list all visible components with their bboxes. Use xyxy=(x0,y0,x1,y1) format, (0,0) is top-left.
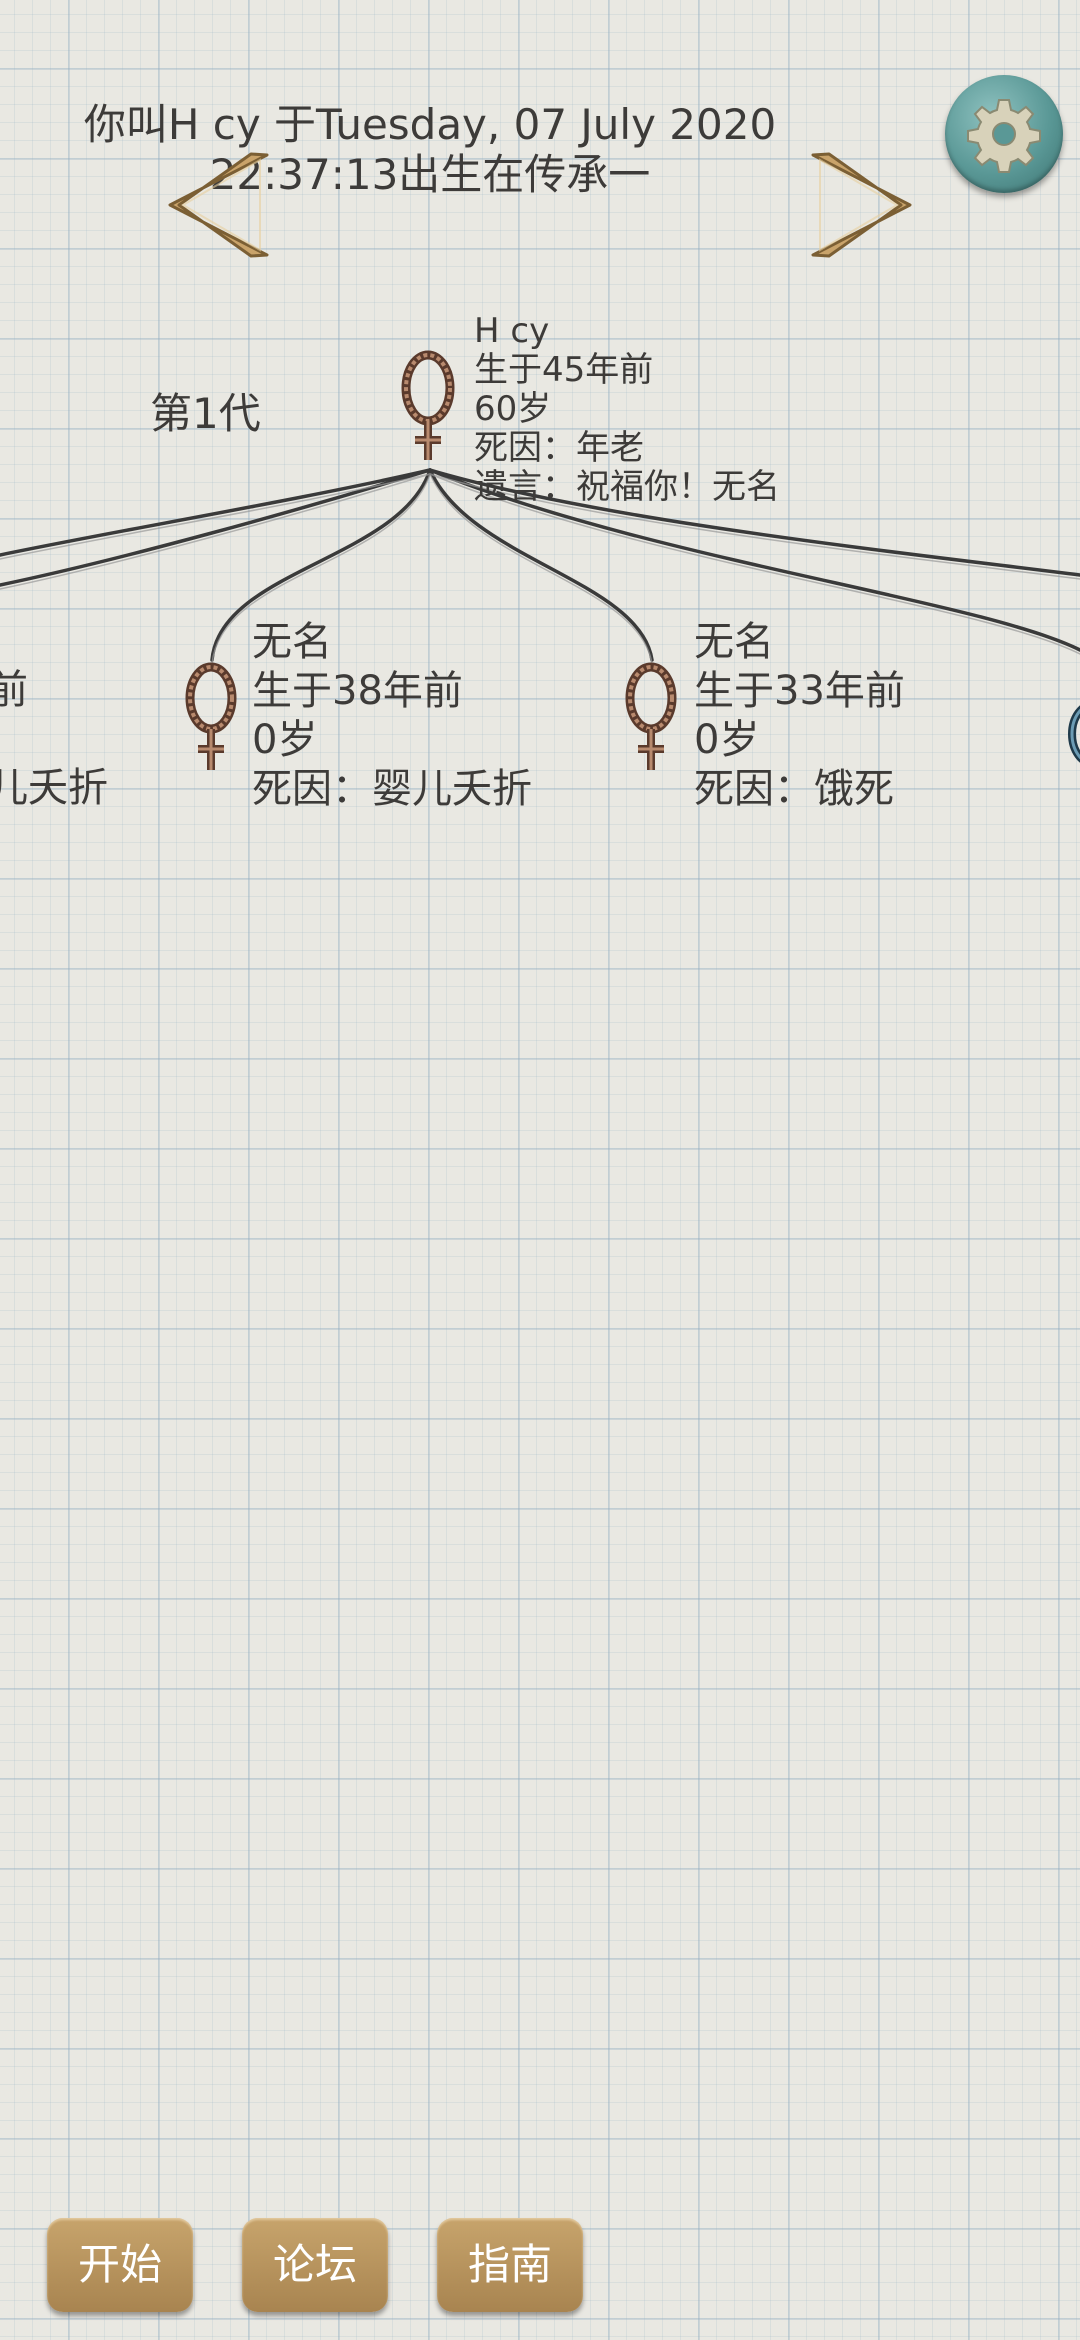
child-person-info: 无名 生于33年前 0岁 死因：饿死 xyxy=(694,618,905,814)
person-will: 遗言：祝福你！无名 xyxy=(474,467,780,507)
family-tree-lines xyxy=(0,468,1080,665)
male-symbol-icon xyxy=(1068,705,1080,763)
child-person-info: 无名 生于38年前 0岁 死因：婴儿夭折 xyxy=(252,618,532,814)
settings-button[interactable] xyxy=(945,75,1063,193)
person-death-cause: 死因：婴儿夭折 xyxy=(252,766,532,812)
female-symbol-icon xyxy=(185,662,237,770)
chevron-left-icon xyxy=(168,152,269,258)
offscreen-person-node[interactable] xyxy=(1064,672,1080,772)
guide-button[interactable]: 指南 xyxy=(437,2218,583,2312)
next-lineage-button[interactable] xyxy=(805,150,915,260)
header-line-1: 你叫H cy 于Tuesday, 07 July 2020 xyxy=(83,100,777,149)
child-person-node[interactable] xyxy=(623,660,679,776)
person-born: 生于45年前 xyxy=(474,350,654,390)
child-person-node[interactable] xyxy=(183,660,239,776)
person-death-partial: 儿夭折 xyxy=(0,765,108,811)
female-symbol-icon xyxy=(401,350,455,460)
birth-info-header: 你叫H cy 于Tuesday, 07 July 2020 22:37:13出生… xyxy=(70,100,790,200)
root-person-node[interactable] xyxy=(398,348,458,468)
person-death-cause: 死因：年老 xyxy=(474,428,644,468)
offscreen-person-info: 前 儿夭折 xyxy=(0,666,108,813)
person-name: 无名 xyxy=(694,619,774,665)
gear-icon xyxy=(967,99,1041,173)
root-person-info: H cy 生于45年前 60岁 死因：年老 遗言：祝福你！无名 xyxy=(474,312,780,507)
person-death-cause: 死因：饿死 xyxy=(694,766,894,812)
prev-lineage-button[interactable] xyxy=(165,150,275,260)
person-age: 0岁 xyxy=(694,717,760,763)
female-symbol-icon xyxy=(625,662,677,770)
person-name: H cy xyxy=(474,311,550,351)
header-line-2: 22:37:13出生在传承一 xyxy=(209,150,651,199)
start-button[interactable]: 开始 xyxy=(47,2218,193,2312)
person-born: 生于38年前 xyxy=(252,668,463,714)
person-born: 生于33年前 xyxy=(694,668,905,714)
person-name: 无名 xyxy=(252,619,332,665)
person-age: 60岁 xyxy=(474,389,552,429)
person-born-partial: 前 xyxy=(0,667,28,713)
generation-label: 第1代 xyxy=(150,389,261,438)
chevron-right-icon xyxy=(811,152,912,258)
forum-button[interactable]: 论坛 xyxy=(242,2218,388,2312)
person-age: 0岁 xyxy=(252,717,318,763)
